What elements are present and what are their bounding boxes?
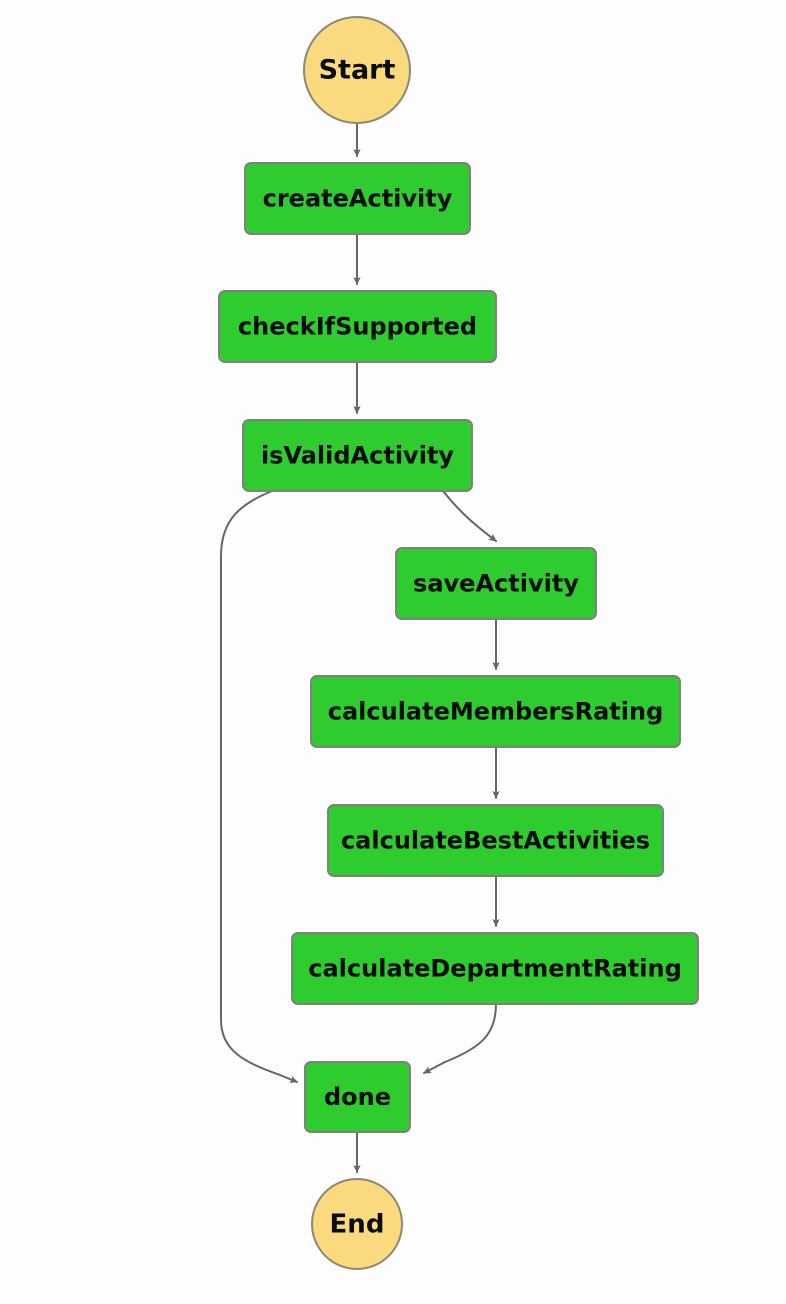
node-check-if-supported-label: checkIfSupported xyxy=(238,313,477,341)
edge-layer xyxy=(220,122,500,1173)
node-calculate-best-activities-label: calculateBestActivities xyxy=(341,827,650,855)
node-end[interactable]: End xyxy=(311,1178,403,1270)
node-save-activity[interactable]: saveActivity xyxy=(395,547,597,620)
node-calculate-members-rating-label: calculateMembersRating xyxy=(328,698,664,726)
node-check-if-supported[interactable]: checkIfSupported xyxy=(218,290,497,363)
node-calculate-department-rating-shape[interactable] xyxy=(291,932,699,1005)
node-create-activity-label: createActivity xyxy=(263,185,453,213)
node-start-label: Start xyxy=(319,55,396,86)
node-is-valid-activity[interactable]: isValidActivity xyxy=(242,419,473,492)
node-calculate-department-rating[interactable]: calculateDepartmentRating xyxy=(291,932,699,1005)
node-done[interactable]: done xyxy=(304,1061,411,1133)
node-calculate-members-rating-shape[interactable] xyxy=(310,675,681,748)
node-start[interactable]: Start xyxy=(303,16,411,124)
node-calculate-department-rating-label: calculateDepartmentRating xyxy=(308,955,682,983)
edge-calculateDepartmentRating-done xyxy=(423,1003,497,1074)
node-calculate-best-activities-shape[interactable] xyxy=(327,804,664,877)
node-end-shape[interactable] xyxy=(311,1178,403,1270)
node-save-activity-shape[interactable] xyxy=(395,547,597,620)
edge-isValidActivity-done xyxy=(220,490,298,1083)
node-calculate-members-rating[interactable]: calculateMembersRating xyxy=(310,675,681,748)
node-create-activity-shape[interactable] xyxy=(244,162,471,235)
node-is-valid-activity-shape[interactable] xyxy=(242,419,473,492)
node-save-activity-label: saveActivity xyxy=(413,570,579,598)
node-layer: Start createActivity checkIfSupported is… xyxy=(218,16,699,1270)
edge-isValidActivity-saveActivity xyxy=(442,490,497,542)
node-calculate-best-activities[interactable]: calculateBestActivities xyxy=(327,804,664,877)
node-is-valid-activity-label: isValidActivity xyxy=(261,442,454,470)
node-done-label: done xyxy=(324,1083,391,1111)
node-end-label: End xyxy=(330,1210,385,1240)
node-done-shape[interactable] xyxy=(304,1061,411,1133)
node-start-shape[interactable] xyxy=(303,16,411,124)
node-check-if-supported-shape[interactable] xyxy=(218,290,497,363)
node-create-activity[interactable]: createActivity xyxy=(244,162,471,235)
